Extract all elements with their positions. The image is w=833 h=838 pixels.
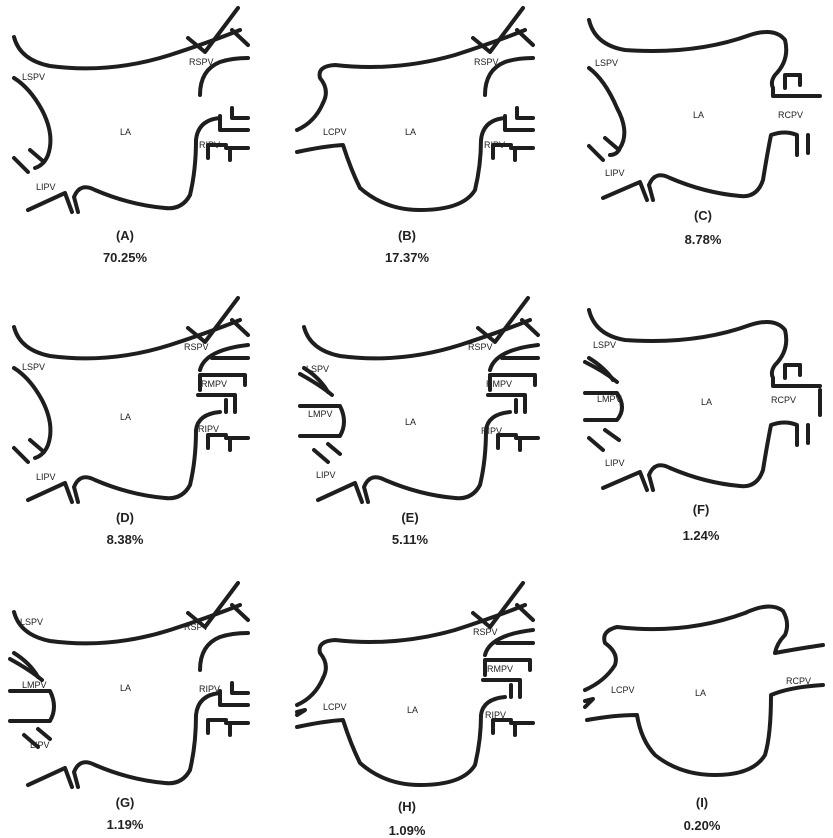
panel-percentage: 8.38% [107, 532, 144, 547]
label-lipv: LIPV [30, 740, 50, 750]
label-lipv: LIPV [605, 458, 625, 468]
label-lipv: LIPV [36, 472, 56, 482]
label-rspv: RSPV [189, 57, 214, 67]
panel-percentage: 17.37% [385, 250, 430, 265]
atrium-outline [297, 8, 533, 210]
label-la: LA [701, 397, 712, 407]
label-rcpv: RCPV [778, 110, 803, 120]
panel-percentage: 1.24% [683, 528, 720, 543]
panel-letter: (C) [694, 208, 712, 223]
label-ripv: RIPV [198, 424, 219, 434]
label-lspv: LSPV [306, 364, 329, 374]
label-ripv: RIPV [484, 140, 505, 150]
panel-letter: (G) [116, 795, 135, 810]
label-lspv: LSPV [22, 72, 45, 82]
label-ripv: RIPV [481, 426, 502, 436]
label-rmpv: RMPV [487, 664, 513, 674]
label-lipv: LIPV [36, 182, 56, 192]
label-rspv: RSPV [473, 627, 498, 637]
label-lmpv: LMPV [597, 394, 622, 404]
panel-b: LCPV RSPV RIPV LA (B) 17.37% [297, 8, 533, 265]
label-la: LA [405, 127, 416, 137]
label-rspv: RSPV [474, 57, 499, 67]
panel-c: LSPV LIPV RCPV LA (C) 8.78% [589, 20, 820, 247]
label-ripv: RIPV [199, 684, 220, 694]
label-lspv: LSPV [593, 340, 616, 350]
label-la: LA [405, 417, 416, 427]
label-rmpv: RMPV [486, 379, 512, 389]
panel-letter: (F) [693, 502, 710, 517]
panel-letter: (E) [401, 510, 418, 525]
label-lcpv: LCPV [323, 127, 347, 137]
label-rcpv: RCPV [771, 395, 796, 405]
label-lspv: LSPV [595, 58, 618, 68]
label-la: LA [120, 683, 131, 693]
label-la: LA [407, 705, 418, 715]
label-ripv: RIPV [199, 140, 220, 150]
label-rcpv: RCPV [786, 676, 811, 686]
label-ripv: RIPV [485, 710, 506, 720]
label-la: LA [693, 110, 704, 120]
panel-g: LSPV LMPV LIPV RSPV RIPV LA (G) 1.19% [10, 583, 248, 832]
panel-letter: (I) [696, 795, 708, 810]
label-lmpv: LMPV [308, 409, 333, 419]
panel-i: LCPV RCPV LA (I) 0.20% [585, 606, 823, 833]
atrium-outline [297, 583, 533, 785]
panel-percentage: 5.11% [392, 532, 429, 547]
label-lspv: LSPV [20, 617, 43, 627]
panel-percentage: 8.78% [685, 232, 722, 247]
label-lspv: LSPV [22, 362, 45, 372]
panel-letter: (D) [116, 510, 134, 525]
atrium-outline [300, 298, 538, 502]
panel-letter: (A) [116, 228, 134, 243]
label-lipv: LIPV [316, 470, 336, 480]
panel-e: LSPV LMPV LIPV RSPV RMPV RIPV LA (E) 5.1… [300, 298, 538, 547]
label-la: LA [695, 688, 706, 698]
panel-f: LSPV LMPV LIPV RCPV LA (F) 1.24% [585, 310, 820, 543]
label-la: LA [120, 127, 131, 137]
label-rmpv: RMPV [201, 379, 227, 389]
panel-percentage: 1.19% [107, 817, 144, 832]
panel-percentage: 0.20% [684, 818, 721, 833]
panel-h: LCPV RSPV RMPV RIPV LA (H) 1.09% [297, 583, 533, 838]
label-lcpv: LCPV [611, 685, 635, 695]
label-rspv: RSPV [468, 342, 493, 352]
label-la: LA [120, 412, 131, 422]
label-lcpv: LCPV [323, 702, 347, 712]
panel-letter: (B) [398, 228, 416, 243]
panel-d: LSPV LIPV RSPV RMPV RIPV LA (D) 8.38% [14, 298, 248, 547]
panel-percentage: 70.25% [103, 250, 148, 265]
panel-letter: (H) [398, 799, 416, 814]
panel-a: LSPV LIPV RSPV RIPV LA (A) 70.25% [14, 8, 248, 265]
label-rspv: RSPV [184, 622, 209, 632]
label-lmpv: LMPV [22, 680, 47, 690]
label-rspv: RSPV [184, 342, 209, 352]
label-lipv: LIPV [605, 168, 625, 178]
panel-percentage: 1.09% [389, 823, 426, 838]
